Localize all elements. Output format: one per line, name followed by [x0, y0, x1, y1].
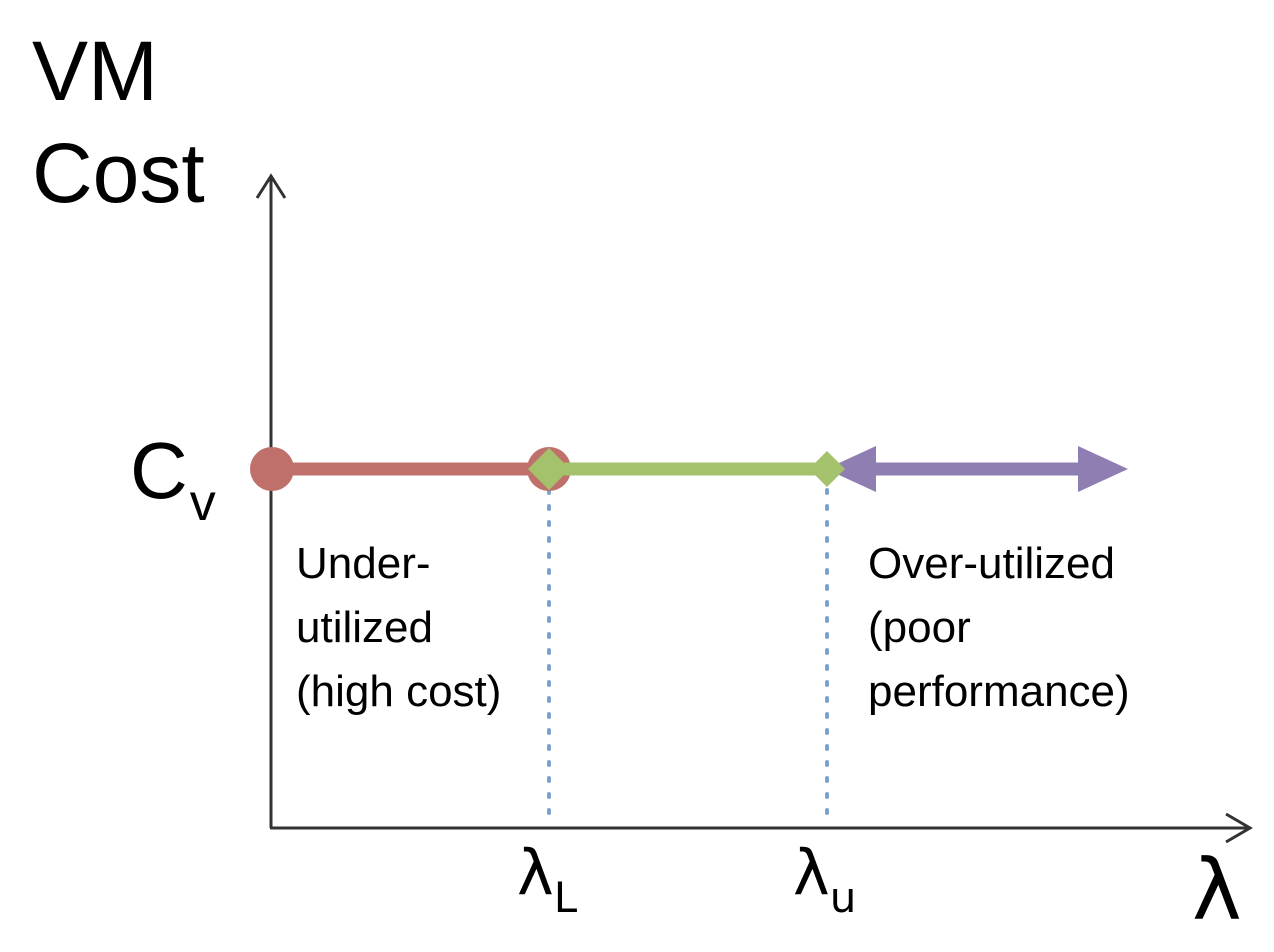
y-axis-title: VM Cost — [32, 20, 205, 224]
under-utilized-line: Under- — [296, 539, 431, 588]
under-utilized-label: Under- utilized (high cost) — [296, 532, 501, 724]
under-utilized-line: (high cost) — [296, 667, 502, 716]
y-axis-title-line1: VM — [32, 24, 158, 118]
over-left-arrowhead — [826, 446, 876, 492]
over-utilized-line: (poor — [868, 603, 971, 652]
cost-start-dot — [250, 447, 294, 491]
cost-level-label: Cv — [130, 426, 216, 532]
over-right-arrowhead — [1078, 446, 1128, 492]
lambda-u-subscript: u — [829, 873, 857, 922]
lambda-l-tick-label: λL — [517, 836, 577, 922]
cost-level-subscript: v — [189, 474, 216, 532]
lambda-u-diamond — [809, 451, 845, 487]
x-axis-label: λ — [1192, 841, 1242, 939]
x-axis-arrowhead — [1225, 812, 1253, 844]
under-utilized-line: utilized — [296, 603, 433, 652]
lambda-u-tick-label: λu — [793, 836, 856, 922]
lambda-u-symbol: λ — [793, 836, 830, 909]
over-utilized-line: performance) — [868, 667, 1130, 716]
over-utilized-label: Over-utilized (poor performance) — [868, 532, 1130, 724]
y-axis-arrowhead — [255, 173, 287, 199]
y-axis-title-line2: Cost — [32, 126, 205, 220]
lambda-l-symbol: λ — [517, 836, 554, 909]
lambda-l-diamond — [528, 448, 570, 490]
lambda-l-subscript: L — [553, 873, 578, 922]
cost-level-symbol: C — [130, 426, 188, 515]
over-utilized-line: Over-utilized — [868, 539, 1115, 588]
